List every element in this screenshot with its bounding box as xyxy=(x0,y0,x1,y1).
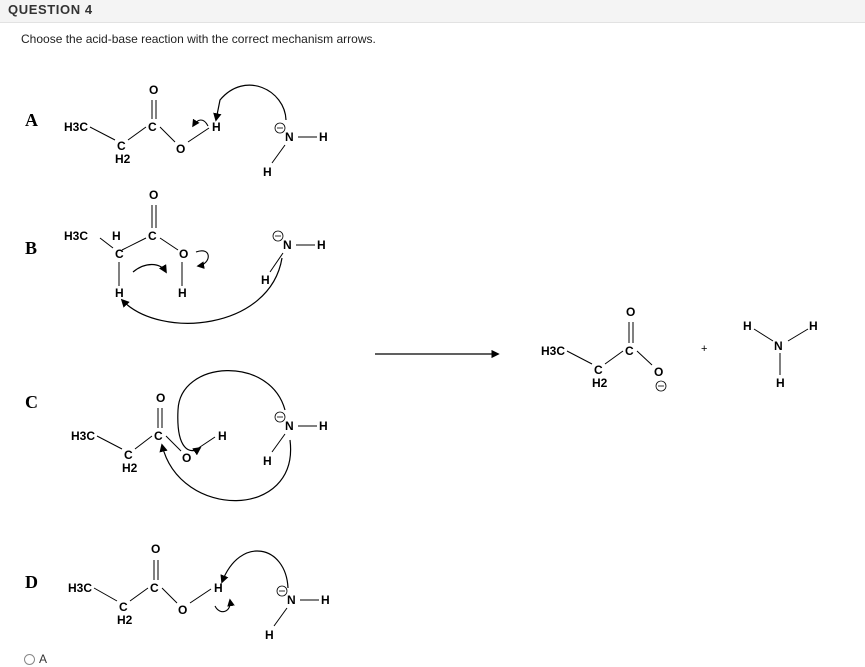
option-a-h3c: H3C xyxy=(64,120,88,134)
ammonium-h-bottom: H xyxy=(776,376,785,390)
ammonium-nitrogen: N xyxy=(774,339,783,353)
option-a-nitrogen: N xyxy=(285,130,294,144)
ammonium-h-left: H xyxy=(743,319,752,333)
option-a-nh-bottom: H xyxy=(263,165,272,179)
option-b-nitrogen: N xyxy=(283,238,292,252)
option-b-alpha-c: C xyxy=(115,247,124,261)
option-d-h3c: H3C xyxy=(68,581,92,595)
option-b-h-top: H xyxy=(112,229,121,243)
question-prompt: Choose the acid-base reaction with the c… xyxy=(21,32,376,46)
product-ch2: C xyxy=(594,363,603,377)
option-d-nitrogen: N xyxy=(287,593,296,607)
option-d-structure: H3C C H2 C O O H N H H xyxy=(68,542,330,642)
option-b-label: B xyxy=(25,238,38,258)
option-c-hydroxyl-h: H xyxy=(218,429,227,443)
option-d-nh-right: H xyxy=(321,593,330,607)
option-c-h2: H2 xyxy=(122,461,138,475)
option-b-hydroxyl-h: H xyxy=(178,286,187,300)
option-c-nh-bottom: H xyxy=(263,454,272,468)
option-c-label: C xyxy=(25,392,38,412)
option-a-hydroxyl-h: H xyxy=(212,120,221,134)
option-c-carbonyl-c: C xyxy=(154,429,163,443)
option-d-label: D xyxy=(25,572,38,592)
question-title: QUESTION 4 xyxy=(8,2,93,17)
product-carbonyl-c: C xyxy=(625,344,634,358)
option-d-ch2: C xyxy=(119,600,128,614)
product-anion-o: O xyxy=(654,365,663,379)
option-b-structure: H3C H C H C O O H N H H xyxy=(64,188,326,324)
option-a-carbonyl-c: C xyxy=(148,120,157,134)
option-c-nitrogen: N xyxy=(285,419,294,433)
option-a-nh-right: H xyxy=(319,130,328,144)
product-ammonium: H H N H xyxy=(743,319,818,390)
radio-button[interactable] xyxy=(24,653,35,665)
option-c-carbonyl-o: O xyxy=(156,391,165,405)
ammonium-h-right: H xyxy=(809,319,818,333)
option-b-carbonyl-o: O xyxy=(149,188,158,202)
answer-choice-label: A xyxy=(39,652,48,666)
option-b-carbonyl-c: C xyxy=(148,229,157,243)
option-b-h-bottom: H xyxy=(115,286,124,300)
option-d-hydroxyl-o: O xyxy=(178,603,187,617)
option-d-h2: H2 xyxy=(117,613,133,627)
option-a-label: A xyxy=(25,110,38,130)
option-b-nh-right: H xyxy=(317,238,326,252)
option-c-h3c: H3C xyxy=(71,429,95,443)
option-a-ch2: C xyxy=(117,139,126,153)
product-h2: H2 xyxy=(592,376,608,390)
question-header: QUESTION 4 xyxy=(0,0,865,23)
option-b-h3c: H3C xyxy=(64,229,88,243)
option-a-carbonyl-o: O xyxy=(149,83,158,97)
option-a-hydroxyl-o: O xyxy=(176,142,185,156)
product-carbonyl-o: O xyxy=(626,305,635,319)
option-b-nh-bottom: H xyxy=(261,273,270,287)
answer-choice-a[interactable]: A xyxy=(24,651,47,667)
option-b-hydroxyl-o: O xyxy=(179,247,188,261)
option-d-carbonyl-o: O xyxy=(151,542,160,556)
plus-sign: + xyxy=(701,343,707,355)
option-a-h2: H2 xyxy=(115,152,131,166)
option-d-carbonyl-c: C xyxy=(150,581,159,595)
product-h3c: H3C xyxy=(541,344,565,358)
option-c-ch2: C xyxy=(124,448,133,462)
option-c-structure: H3C C H2 C O O H N H H xyxy=(71,370,328,502)
option-a-structure: H3C C H2 C O O H N H H xyxy=(64,83,328,179)
option-c-nh-right: H xyxy=(319,419,328,433)
option-c-hydroxyl-o: O xyxy=(182,451,191,465)
option-d-hydroxyl-h: H xyxy=(214,581,223,595)
option-d-nh-bottom: H xyxy=(265,628,274,642)
product-carboxylate: H3C C H2 C O O xyxy=(541,305,667,392)
